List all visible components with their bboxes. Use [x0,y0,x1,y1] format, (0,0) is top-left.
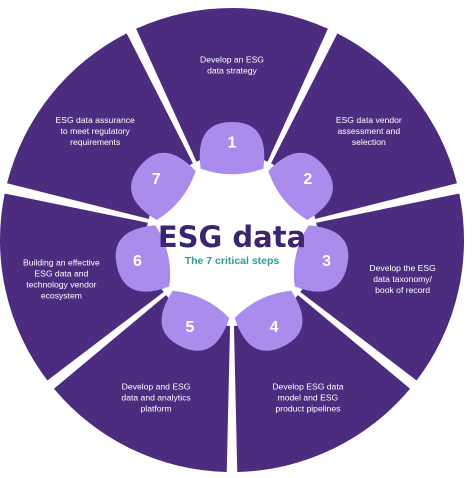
step-4-petal [234,290,303,351]
step-4-label-line: Develop ESG data [272,382,343,392]
step-1-segment [136,8,328,169]
diagram-subtitle: The 7 critical steps [185,255,280,267]
step-2-number: 2 [303,171,312,188]
petals-layer: 1 2 3 4 5 6 7 [115,121,349,351]
step-6-label-line: ESG data and [34,268,88,278]
step-3-label-line: book of record [375,285,430,295]
step-4-label-line: model and ESG [278,393,339,403]
step-7-petal [131,152,196,221]
step-5-label-line: platform [141,404,172,414]
step-6-label-line: ecosystem [41,290,82,300]
step-5-label-line: Develop and ESG [122,382,191,392]
step-1-petal [199,121,265,175]
step-5-label-line: data and analytics [121,393,190,403]
step-2-label-line: selection [352,137,386,147]
step-7-label-line: to meet regulatory [61,126,131,136]
step-2-label-line: ESG data vendor [336,115,402,125]
step-5-number: 5 [185,319,194,336]
step-6-petal [115,225,171,292]
step-7-label-line: requirements [70,137,120,147]
step-4-label-line: product pipelines [275,404,340,414]
center-disc [146,154,318,326]
step-3-label-line: data taxonomy/ [373,274,432,284]
step-3-label-line: Develop the ESG [369,263,436,273]
step-6-label-line: Building an effective [23,257,100,267]
step-3-number: 3 [322,253,331,270]
step-2-label-line: assessment and [338,126,401,136]
step-1-number: 1 [228,135,237,152]
step-1-label-line: data strategy [207,66,257,76]
step-6-number: 6 [133,253,142,270]
step-1-label-line: Develop an ESG [200,55,264,65]
step-7-number: 7 [152,171,161,188]
step-7-label-line: ESG data assurance [56,115,136,125]
step-2-petal [268,152,333,221]
step-3-petal [293,225,349,292]
step-6-label-line: technology vendor [26,279,96,289]
step-5-petal [161,290,230,351]
step-4-number: 4 [270,319,279,336]
diagram-title: ESG data [158,220,306,254]
